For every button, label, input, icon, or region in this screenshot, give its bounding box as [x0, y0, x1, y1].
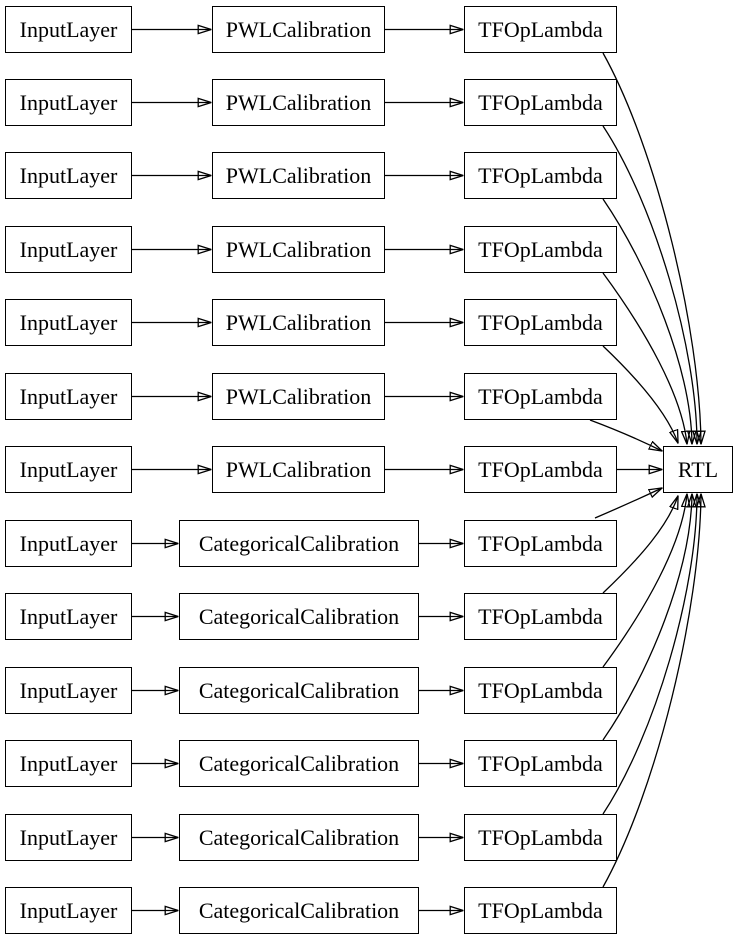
node-categorical-calibration-1: CategoricalCalibration — [179, 520, 419, 567]
node-tfop-lambda-6: TFOpLambda — [464, 373, 617, 420]
edge-lambda-rtl-5 — [602, 345, 678, 443]
node-tfop-lambda-9: TFOpLambda — [464, 593, 617, 640]
node-pwl-calibration-7: PWLCalibration — [212, 446, 385, 493]
node-pwl-calibration-6: PWLCalibration — [212, 373, 385, 420]
node-tfop-lambda-2: TFOpLambda — [464, 79, 617, 126]
node-pwl-calibration-2: PWLCalibration — [212, 79, 385, 126]
edge-lambda-rtl-6 — [589, 419, 662, 451]
node-input-layer-9: InputLayer — [5, 593, 132, 640]
node-tfop-lambda-7: TFOpLambda — [464, 446, 617, 493]
node-categorical-calibration-4: CategoricalCalibration — [179, 740, 419, 787]
node-tfop-lambda-12: TFOpLambda — [464, 814, 617, 861]
node-categorical-calibration-5: CategoricalCalibration — [179, 814, 419, 861]
edge-lambda-rtl-4 — [602, 272, 687, 444]
edge-lambda-rtl-2 — [602, 125, 697, 444]
node-pwl-calibration-4: PWLCalibration — [212, 226, 385, 273]
node-input-layer-12: InputLayer — [5, 814, 132, 861]
node-input-layer-10: InputLayer — [5, 667, 132, 714]
edge-lambda-rtl-11 — [602, 494, 692, 741]
node-input-layer-13: InputLayer — [5, 887, 132, 934]
edge-lambda-rtl-12 — [602, 494, 697, 815]
node-categorical-calibration-3: CategoricalCalibration — [179, 667, 419, 714]
node-input-layer-7: InputLayer — [5, 446, 132, 493]
node-input-layer-8: InputLayer — [5, 520, 132, 567]
node-rtl: RTL — [663, 446, 733, 493]
edge-lambda-rtl-1 — [602, 52, 701, 444]
node-pwl-calibration-1: PWLCalibration — [212, 6, 385, 53]
edge-lambda-rtl-9 — [602, 496, 678, 594]
node-tfop-lambda-13: TFOpLambda — [464, 887, 617, 934]
node-input-layer-1: InputLayer — [5, 6, 132, 53]
node-input-layer-2: InputLayer — [5, 79, 132, 126]
edge-lambda-rtl-13 — [602, 494, 701, 888]
edge-lambda-rtl-3 — [602, 198, 692, 444]
node-tfop-lambda-1: TFOpLambda — [464, 6, 617, 53]
node-categorical-calibration-2: CategoricalCalibration — [179, 593, 419, 640]
node-tfop-lambda-11: TFOpLambda — [464, 740, 617, 787]
node-input-layer-3: InputLayer — [5, 152, 132, 199]
edge-lambda-rtl-10 — [602, 494, 687, 668]
edge-lambda-rtl-8 — [594, 488, 662, 519]
node-input-layer-5: InputLayer — [5, 299, 132, 346]
node-categorical-calibration-6: CategoricalCalibration — [179, 887, 419, 934]
node-tfop-lambda-3: TFOpLambda — [464, 152, 617, 199]
node-input-layer-6: InputLayer — [5, 373, 132, 420]
node-tfop-lambda-5: TFOpLambda — [464, 299, 617, 346]
node-input-layer-4: InputLayer — [5, 226, 132, 273]
node-tfop-lambda-10: TFOpLambda — [464, 667, 617, 714]
node-tfop-lambda-4: TFOpLambda — [464, 226, 617, 273]
node-tfop-lambda-8: TFOpLambda — [464, 520, 617, 567]
node-pwl-calibration-5: PWLCalibration — [212, 299, 385, 346]
node-input-layer-11: InputLayer — [5, 740, 132, 787]
node-pwl-calibration-3: PWLCalibration — [212, 152, 385, 199]
